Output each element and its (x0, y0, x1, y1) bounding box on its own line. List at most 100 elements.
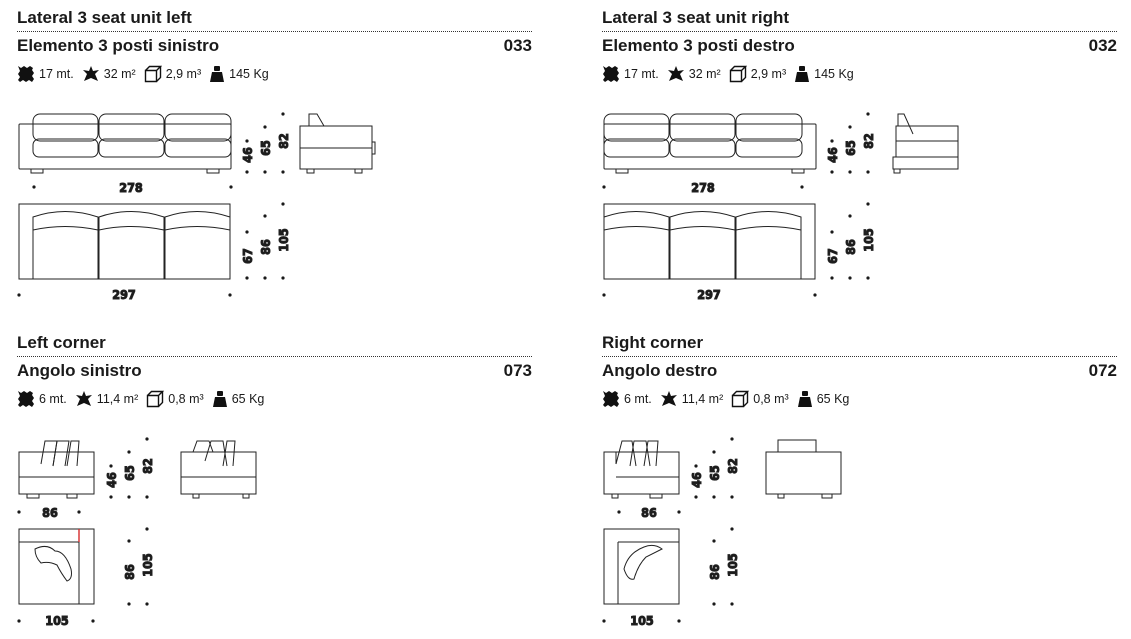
title-it: Angolo sinistro (17, 361, 142, 380)
spec-volume: 2,9 m³ (165, 67, 202, 81)
fabric-length-icon (18, 66, 34, 82)
dim-arm-height: 65 (843, 140, 858, 156)
section-lateral-right: Lateral 3 seat unit right Elemento 3 pos… (602, 0, 1117, 310)
fabric-length-icon (603, 66, 619, 82)
dim-seat-depth: 67 (825, 248, 840, 264)
product-code: 033 (503, 36, 532, 55)
leather-area-icon (75, 391, 92, 406)
side-view (180, 440, 257, 499)
side-view (765, 439, 842, 499)
spec-area: 32 m² (103, 67, 136, 81)
dim-width-front: 86 (641, 505, 657, 520)
leather-area-icon (667, 66, 684, 81)
section-lateral-left: Lateral 3 seat unit left Elemento 3 post… (17, 0, 532, 310)
dim-arm-height: 65 (707, 465, 722, 481)
spec-area: 11,4 m² (681, 392, 724, 406)
divider (602, 356, 1117, 357)
section-right-corner: Right corner Angolo destro 072 6 mt. 11,… (602, 325, 1117, 635)
dim-seat-height: 46 (825, 147, 840, 163)
product-code: 073 (503, 361, 532, 380)
dim-width-top: 297 (112, 287, 135, 302)
spec-length: 6 mt. (624, 392, 652, 406)
weight-icon (797, 391, 812, 407)
top-view (603, 528, 680, 605)
dim-back-height: 82 (861, 133, 876, 149)
fabric-length-icon (603, 391, 619, 407)
front-view (18, 113, 232, 174)
weight-icon (212, 391, 227, 407)
title-en: Left corner (17, 333, 106, 352)
product-code: 072 (1088, 361, 1117, 380)
spec-row: 6 mt. 11,4 m² 0,8 m³ 65 Kg (602, 390, 857, 408)
spec-volume: 2,9 m³ (750, 67, 787, 81)
dim-back-height: 82 (140, 458, 155, 474)
dim-mid-depth: 86 (843, 239, 858, 255)
dim-seat-height: 46 (240, 147, 255, 163)
dim-mid-depth: 86 (122, 564, 137, 580)
spec-length: 6 mt. (39, 392, 67, 406)
spec-row: 6 mt. 11,4 m² 0,8 m³ 65 Kg (17, 390, 272, 408)
spec-length: 17 mt. (39, 67, 74, 81)
dim-width-front: 86 (42, 505, 58, 520)
front-view (603, 440, 680, 499)
dim-total-depth: 105 (140, 553, 155, 577)
spec-weight: 65 Kg (816, 392, 850, 406)
title-it: Angolo destro (602, 361, 718, 380)
weight-icon (210, 66, 225, 82)
dim-total-depth: 105 (725, 553, 740, 577)
front-view (603, 113, 817, 174)
dim-seat-height: 46 (689, 472, 704, 488)
weight-icon (795, 66, 810, 82)
volume-box-icon (144, 65, 162, 83)
volume-box-icon (732, 390, 750, 408)
spec-weight: 145 Kg (814, 67, 854, 81)
divider (602, 31, 1117, 32)
spec-volume: 0,8 m³ (168, 392, 204, 406)
product-code: 032 (1088, 36, 1117, 55)
leather-area-icon (660, 391, 677, 406)
dimension-drawing: 86 105 46 65 82 86 105 (602, 437, 842, 629)
dim-seat-depth: 67 (240, 248, 255, 264)
dim-width-top: 297 (697, 287, 720, 302)
dim-seat-height: 46 (104, 472, 119, 488)
title-it: Elemento 3 posti destro (602, 36, 795, 55)
dim-width-top: 105 (45, 613, 69, 628)
leather-area-icon (82, 66, 99, 81)
front-view (18, 440, 95, 499)
dim-width-front: 278 (691, 180, 715, 195)
side-view (299, 113, 376, 174)
top-view (603, 203, 816, 280)
dim-width-top: 105 (630, 613, 654, 628)
dim-width-front: 278 (119, 180, 143, 195)
title-en: Lateral 3 seat unit right (602, 8, 790, 27)
title-en: Lateral 3 seat unit left (17, 8, 192, 27)
dimension-drawing: 278 297 46 65 82 67 86 105 (17, 112, 376, 303)
divider (17, 356, 532, 357)
side-view (892, 113, 959, 174)
dimension-drawing: 278 297 46 65 82 67 86 105 (602, 112, 959, 303)
dim-mid-depth: 86 (258, 239, 273, 255)
spec-weight: 65 Kg (231, 392, 265, 406)
dim-arm-height: 65 (122, 465, 137, 481)
top-view (18, 203, 231, 280)
spec-length: 17 mt. (624, 67, 659, 81)
spec-area: 11,4 m² (96, 392, 139, 406)
top-view (18, 528, 95, 605)
dim-total-depth: 105 (861, 228, 876, 252)
spec-row: 17 mt. 32 m² 2,9 m³ 145 Kg (602, 65, 862, 83)
spec-row: 17 mt. 32 m² 2,9 m³ 145 Kg (17, 65, 277, 83)
dim-total-depth: 105 (276, 228, 291, 252)
dim-arm-height: 65 (258, 140, 273, 156)
section-left-corner: Left corner Angolo sinistro 073 6 mt. 11… (17, 325, 532, 635)
volume-box-icon (729, 65, 747, 83)
spec-weight: 145 Kg (229, 67, 269, 81)
title-it: Elemento 3 posti sinistro (17, 36, 220, 55)
fabric-length-icon (18, 391, 34, 407)
title-en: Right corner (602, 333, 704, 352)
spec-area: 32 m² (688, 67, 721, 81)
dim-mid-depth: 86 (707, 564, 722, 580)
spec-volume: 0,8 m³ (753, 392, 789, 406)
dim-back-height: 82 (276, 133, 291, 149)
volume-box-icon (147, 390, 165, 408)
dimension-drawing: 86 105 46 65 82 86 105 (17, 437, 257, 629)
